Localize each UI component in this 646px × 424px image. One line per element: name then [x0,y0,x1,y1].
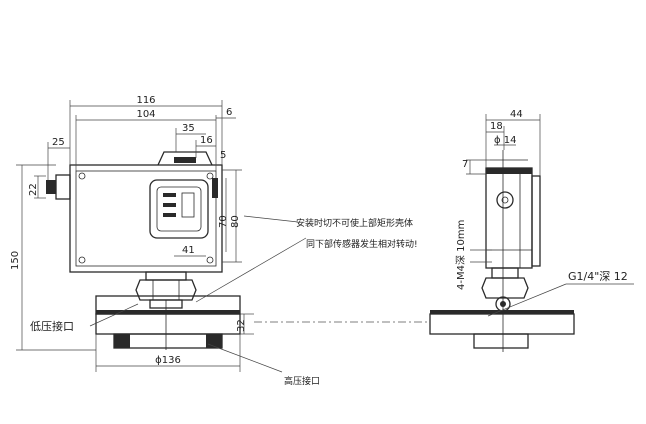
dim-25: 25 [52,137,65,148]
cable-gland [55,174,71,200]
screw-bottom-right-icon [206,256,214,264]
note-leader-2 [195,237,307,303]
note-line-2: 同下部传感器发生相对转动! [306,238,418,250]
front-dimensions: 116 104 6 35 16 5 25 22 150 [10,95,254,372]
low-pressure-port-label: 低压接口 [30,320,74,333]
screw-top-left-icon [78,172,86,180]
flange-body [95,313,241,335]
dim-32: 32 [236,319,247,332]
dim-44: 44 [510,109,523,120]
indicator-bar-3 [163,213,176,217]
low-port-leader [89,303,139,327]
front-view [46,151,241,350]
indicator-bar-2 [163,203,176,207]
dim-16: 16 [200,135,213,146]
dim-70: 70 [218,215,229,228]
display-window-inner [156,186,202,232]
note-leader-1 [243,215,299,223]
housing-inner-outline [75,170,217,267]
side-flange-bottom [473,333,529,349]
dim-4-m4: 4-M4深 10mm [455,220,467,290]
indicator-panel [181,192,195,218]
side-housing [485,167,533,269]
high-pressure-port-label: 高压接口 [284,375,320,387]
dim-104: 104 [136,109,155,120]
high-port-leader [207,343,283,373]
display-window [149,179,209,239]
screw-top-right-icon [206,172,214,180]
dim-18: 18 [490,121,503,132]
dim-phi-14: ϕ 14 [494,135,517,146]
side-flange-band [430,310,574,314]
dim-80: 80 [230,215,241,228]
note-line-1: 安装时切不可使上部矩形壳体 [296,217,413,229]
side-port-circle-icon [496,191,514,209]
dim-35: 35 [182,123,195,134]
side-view [429,150,575,352]
dim-phi-136: ϕ136 [155,355,181,366]
sensor-hex-nut [135,279,197,301]
screw-bottom-left-icon [78,256,86,264]
annotations: 安装时切不可使上部矩形壳体 同下部传感器发生相对转动! 低压接口 高压接口 [30,215,430,387]
side-terminal [531,175,541,267]
dim-41: 41 [182,245,195,256]
top-cover-band [174,157,196,163]
sensor-neck [145,271,187,281]
flange-bottom [113,333,223,349]
cable-gland-nut [46,180,56,194]
side-cover-band [486,168,532,174]
dim-6: 6 [226,107,232,118]
indicator-bar-1 [163,193,176,197]
dim-150: 150 [10,251,21,270]
dim-7: 7 [462,159,468,170]
side-flange [429,313,575,335]
dim-22: 22 [28,183,39,196]
flange-bottom-left-block [114,334,130,348]
dim-116: 116 [136,95,155,106]
side-port-center-icon [501,196,509,204]
terminal-block-right [212,178,218,198]
top-cover [157,151,213,166]
side-neck [491,267,519,279]
dim-5: 5 [220,150,226,161]
flange-top-band [96,310,240,314]
thread-g14-label: G1/4"深 12 [568,270,628,283]
side-hex-nut [481,277,529,299]
side-dimensions: 44 18 ϕ 14 7 4-M4深 10mm G1/4"深 12 [455,109,634,317]
